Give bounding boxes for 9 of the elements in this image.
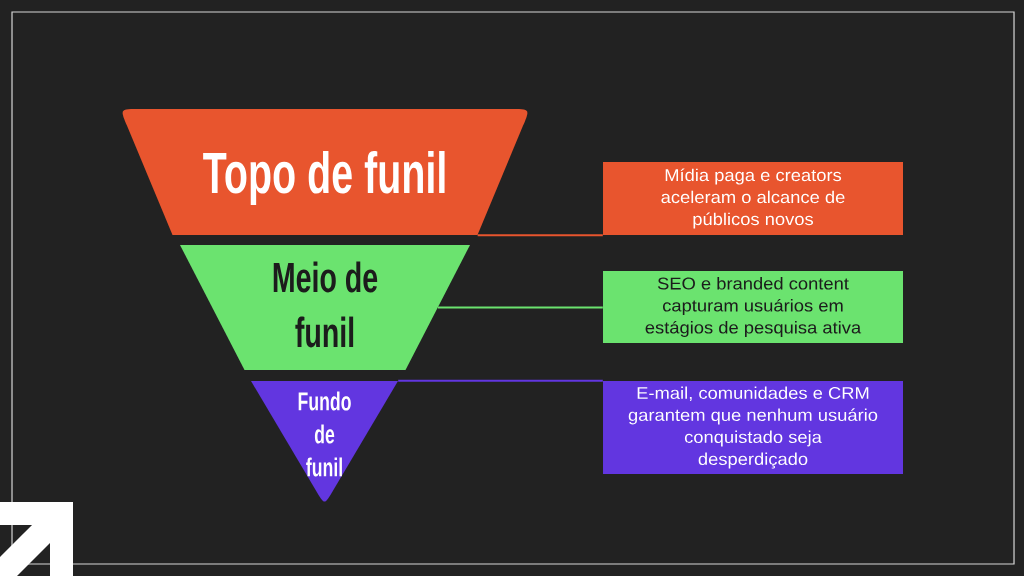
description-box: E-mail, comunidades e CRM garantem que nenhum usuário conquistado seja desperdiçado [603, 381, 903, 474]
funnel-segment: Fundo de funil [251, 381, 398, 502]
connector-line [437, 306, 604, 309]
description-box: Mídia paga e creators aceleram o alcance de públicos novos [603, 162, 903, 235]
connector-line [476, 234, 604, 237]
funnel-segment: Meio de funil [180, 245, 470, 370]
description-box: SEO e branded content capturam usuários em estágios de pesquisa ativa [603, 271, 903, 343]
funnel-segment: Topo de funil [122, 109, 528, 235]
connector-line [397, 379, 604, 382]
